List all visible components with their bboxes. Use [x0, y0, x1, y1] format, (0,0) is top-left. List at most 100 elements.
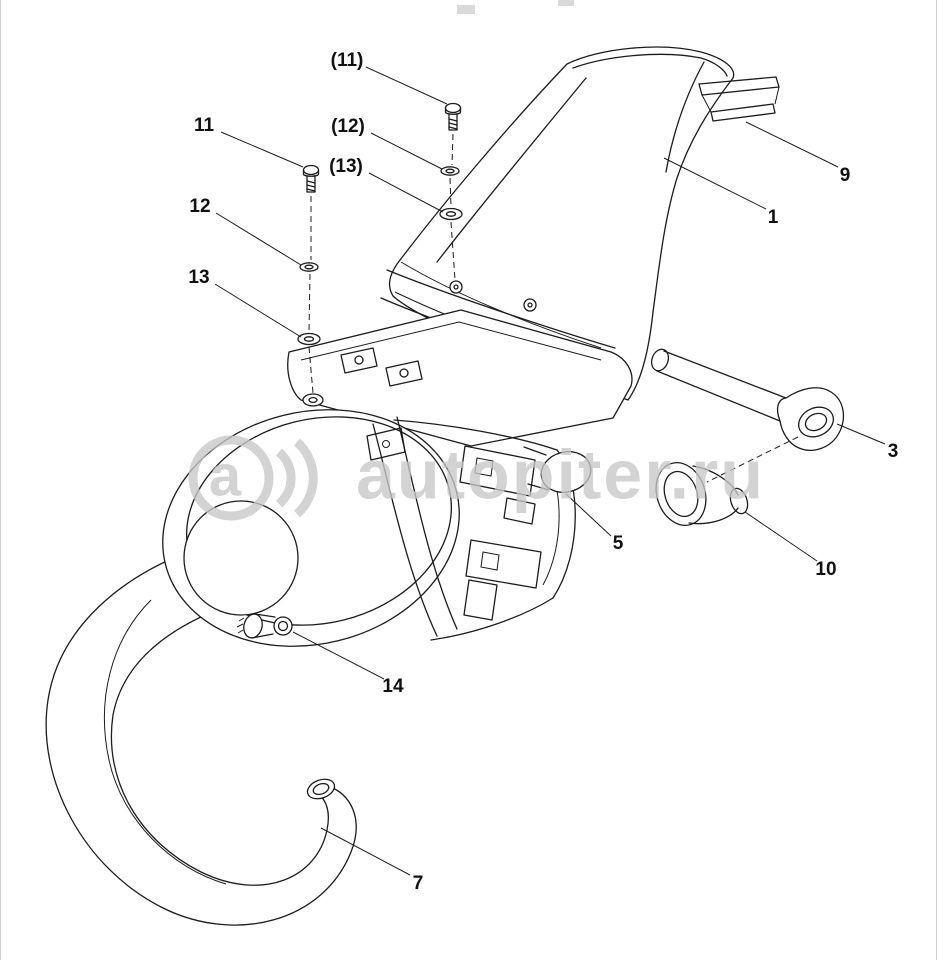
air-cleaner-housing — [162, 309, 633, 647]
pipe-bottom-line — [656, 370, 781, 422]
grommet-part-13-installed — [439, 207, 463, 221]
plug-end — [729, 487, 749, 515]
callout-label-7: 7 — [413, 873, 424, 894]
breather-pipe-part-3 — [650, 348, 845, 451]
callout-label-1: 1 — [768, 207, 779, 228]
washer-part-12-installed — [440, 166, 460, 176]
duct-collar-screw-hole — [523, 298, 537, 312]
mounting-bracket-part-9 — [698, 76, 780, 122]
leader-7 — [320, 827, 411, 876]
intake-hose-part-7 — [45, 547, 357, 926]
housing-center-cap — [183, 500, 299, 616]
housing-top-flange — [287, 309, 633, 447]
flange-pad-hole — [354, 355, 364, 365]
callout-label-13-installed: (13) — [329, 156, 363, 177]
side-bracket-slot — [474, 457, 494, 477]
duct-right-fold — [665, 61, 705, 173]
callout-label-11: 11 — [194, 115, 215, 136]
flange-pad-hole — [399, 368, 409, 378]
scan-artifact — [558, 0, 574, 6]
duct-mouth-inner-edge — [572, 53, 728, 77]
drum-bottom-edge — [430, 597, 554, 641]
hose-end-opening-inner — [312, 782, 330, 796]
leader-11-installed — [365, 66, 448, 105]
hose-inner-edge — [110, 601, 329, 886]
callout-labels: (11) 11 (12) (13) 12 13 9 1 3 5 10 14 7 — [188, 50, 898, 894]
sensor-body-lines — [251, 613, 276, 639]
clamp-strap — [372, 423, 438, 637]
duct-collar-top-edge — [386, 269, 616, 349]
flange-inner-line — [300, 321, 602, 361]
watermark-logo-circle — [188, 435, 274, 521]
duct-collar-screw-hole-inner — [453, 284, 459, 290]
callout-label-14: 14 — [382, 676, 404, 697]
side-bracket-slot — [480, 551, 500, 571]
watermark-logo-waves-icon — [275, 438, 318, 518]
air-duct-part-1 — [380, 46, 735, 401]
screw-boss-hole — [308, 396, 318, 404]
outlet-cylinder-face — [540, 451, 592, 493]
leader-14 — [292, 631, 385, 680]
elbow-opening-outer — [797, 406, 835, 438]
leader-1 — [663, 157, 767, 210]
callout-label-12-installed: (12) — [331, 116, 365, 137]
drum-top-edge — [393, 419, 558, 451]
callout-label-3: 3 — [888, 441, 899, 462]
leader-5 — [565, 493, 612, 537]
callout-label-11-installed: (11) — [331, 50, 364, 71]
screw-boss — [302, 393, 324, 407]
sensor-part-14 — [236, 613, 293, 639]
side-bracket — [465, 539, 542, 589]
scan-artifact — [457, 5, 475, 14]
duct-collar-screw-hole-inner — [527, 302, 533, 308]
callout-label-13: 13 — [188, 267, 209, 288]
pipe-left-end — [650, 348, 670, 372]
bracket-bend-line — [701, 86, 780, 113]
callout-label-5: 5 — [613, 533, 624, 554]
duct-left-fold — [436, 77, 587, 263]
flange-pad — [385, 360, 423, 387]
leader-lines — [214, 66, 886, 876]
duct-outline — [388, 46, 735, 401]
sensor-head-outer — [273, 616, 293, 636]
grommet-part-13 — [297, 332, 321, 346]
pipe-elbow-body — [776, 387, 845, 451]
screw-part-11 — [302, 164, 320, 193]
plug-body-top — [692, 465, 739, 496]
leader-9 — [745, 121, 839, 168]
fastener-column-left — [297, 164, 321, 394]
watermark-logo-letter: a — [209, 443, 242, 508]
callout-label-12: 12 — [189, 196, 210, 217]
small-tab — [503, 497, 536, 525]
elbow-opening-inner — [804, 412, 828, 432]
sensor-thread-marks — [236, 617, 245, 634]
assembly-axis-dashed — [449, 133, 456, 281]
callout-label-10: 10 — [815, 559, 836, 580]
plug-flange-inner — [663, 470, 699, 518]
bracket-foot — [463, 579, 498, 621]
outlet-cylinder-side — [523, 446, 550, 491]
plug-alignment-dashed — [706, 436, 799, 483]
watermark-text: autopiter.ru — [356, 435, 765, 513]
duct-collar-screw-hole — [449, 280, 463, 294]
hose-end-opening — [306, 778, 336, 800]
screw-part-11-installed — [444, 102, 462, 131]
callout-label-9: 9 — [840, 165, 851, 186]
sensor-head-inner — [277, 620, 289, 632]
washer-part-12 — [299, 262, 319, 272]
fastener-column-right — [439, 102, 463, 281]
watermark: a autopiter.ru — [188, 435, 765, 521]
flange-pad — [340, 347, 378, 374]
leader-11 — [220, 131, 304, 168]
pipe-top-line — [663, 350, 787, 399]
hose-ridge-line — [103, 599, 227, 885]
leader-13 — [214, 283, 302, 338]
bracket-lower-strip — [710, 103, 776, 122]
hose-outer-edge — [45, 547, 357, 926]
leader-3 — [836, 423, 886, 445]
leader-10 — [744, 511, 818, 562]
leader-13-installed — [368, 172, 444, 213]
plug-part-10 — [655, 462, 749, 526]
